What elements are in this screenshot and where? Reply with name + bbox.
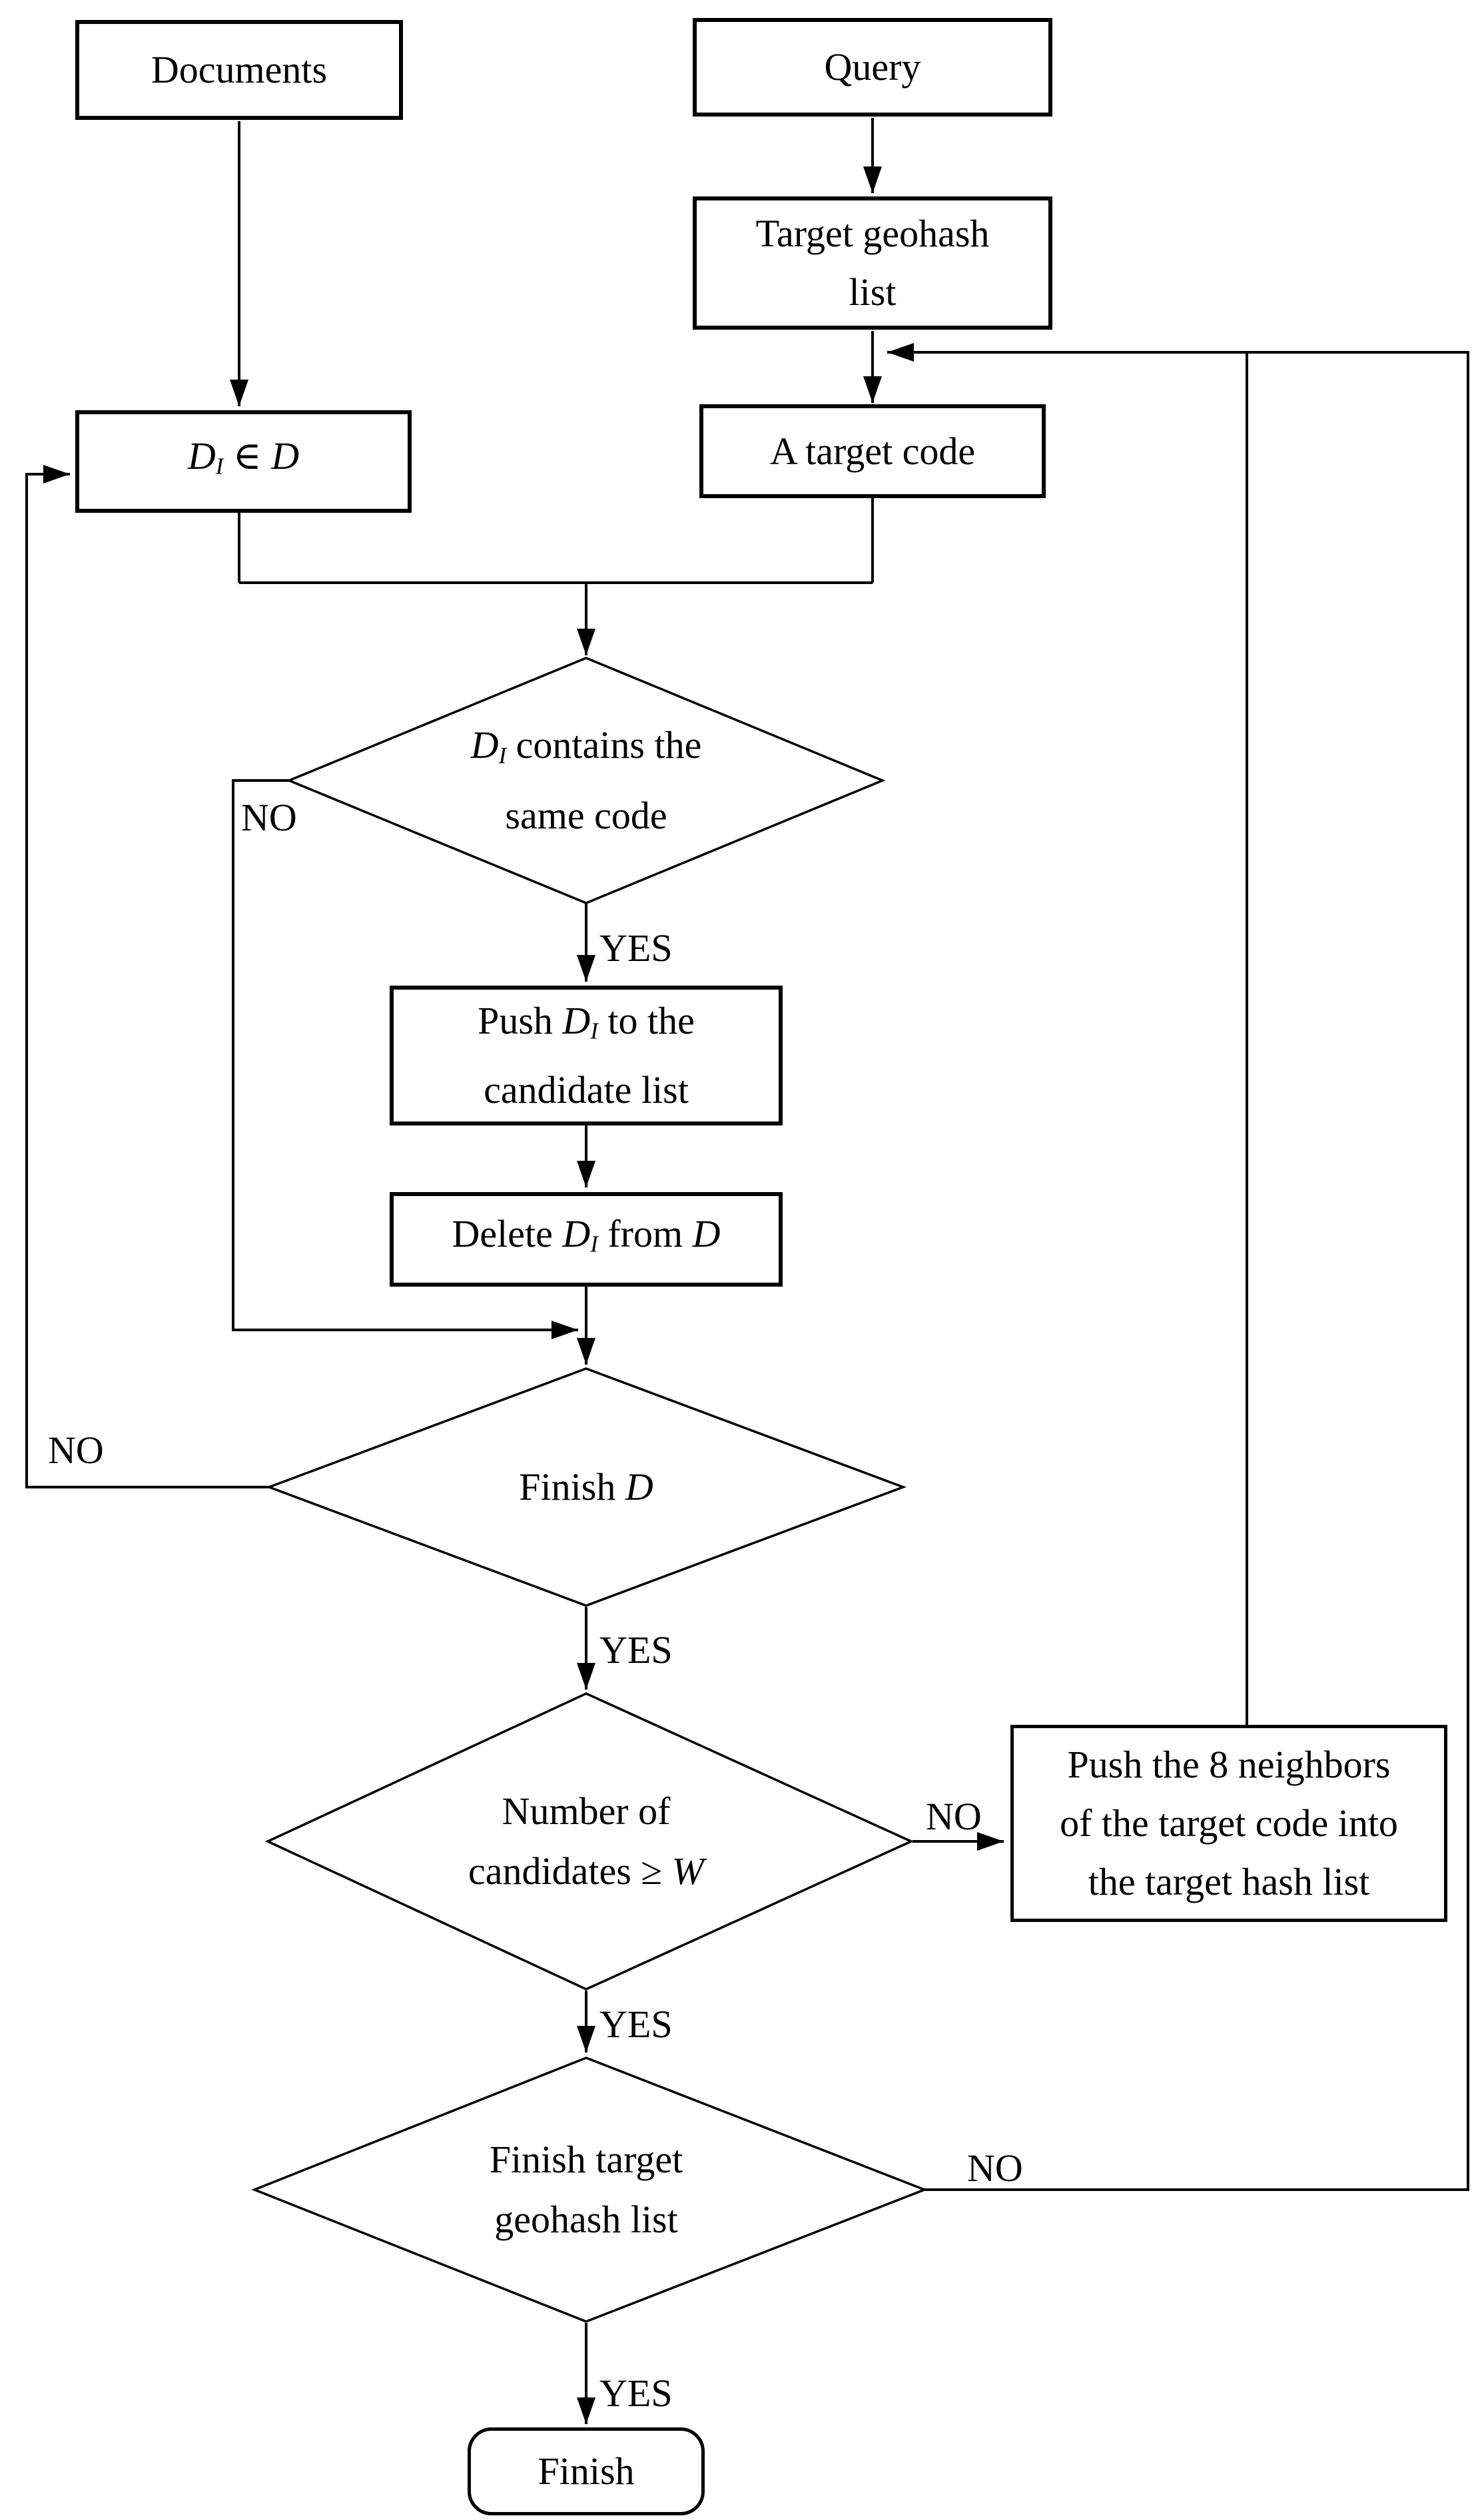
node-delete-from-d: Delete DI from D xyxy=(390,1192,783,1287)
node-query: Query xyxy=(693,18,1052,117)
label-d2-no: NO xyxy=(48,1428,104,1472)
label-d3-yes: YES xyxy=(599,2003,673,2046)
edge-d2-no-loop xyxy=(25,465,269,1488)
decision-finish-target-list-shape xyxy=(251,2056,928,2323)
node-di-in-d: DI ∈ D xyxy=(75,410,412,513)
edge-d4-no-feedback xyxy=(887,343,1469,2191)
node-a-target-code: A target code xyxy=(699,404,1046,498)
label-d1-yes: YES xyxy=(599,926,673,970)
decision-finish-d-label: Finish D xyxy=(519,1465,653,1508)
decision-number-candidates-shape xyxy=(264,1692,915,1991)
label-d4-no: NO xyxy=(967,2146,1023,2190)
label-d2-yes: YES xyxy=(599,1628,673,1672)
label-d3-no: NO xyxy=(926,1795,982,1838)
decision-finish-d-shape xyxy=(266,1367,907,1607)
label-d4-yes: YES xyxy=(599,2371,673,2415)
edge-d1-no-loop xyxy=(232,779,578,1339)
decision-contains-same-code-shape xyxy=(286,657,886,904)
node-finish: Finish xyxy=(468,2427,705,2515)
node-documents: Documents xyxy=(75,20,403,120)
label-d1-no: NO xyxy=(241,796,297,839)
